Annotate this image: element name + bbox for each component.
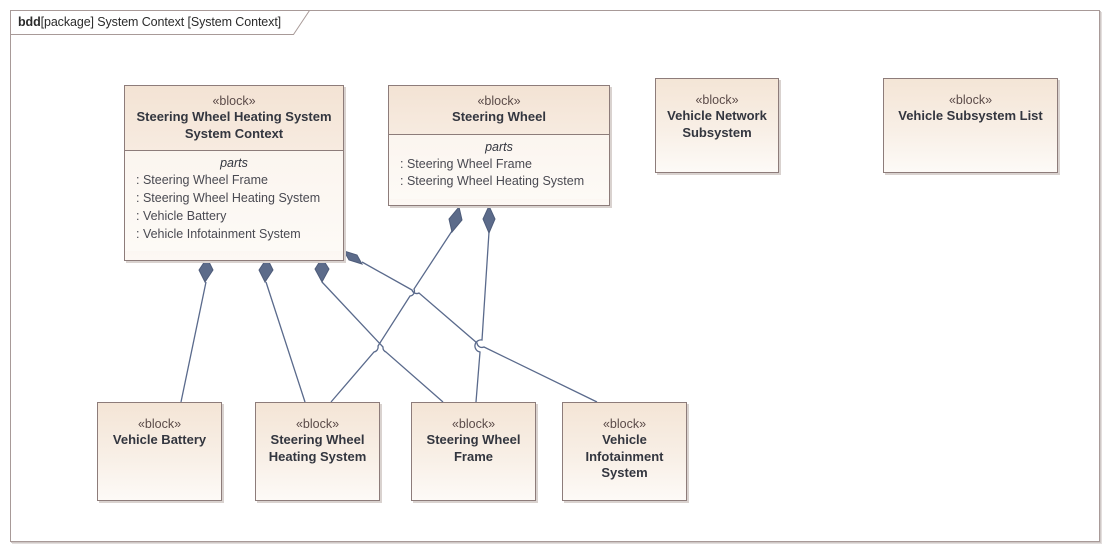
frame-label: bdd[package] System Context [System Cont… (11, 11, 288, 32)
part-item: : Steering Wheel Frame (400, 156, 532, 171)
compartment-caption: parts (485, 139, 513, 154)
block-name-line: Vehicle (602, 432, 647, 447)
block-swhs-context[interactable]: «block» Steering Wheel Heating System Sy… (124, 85, 344, 261)
block-vehicle-battery[interactable]: «block» Vehicle Battery (97, 402, 222, 501)
stereotype-label: «block» (602, 417, 647, 431)
block-name-line: Infotainment (585, 448, 664, 464)
block-header: «block» Vehicle Network Subsystem (656, 79, 778, 149)
stereotype-label: «block» (295, 417, 340, 431)
block-name-line: Vehicle Battery (112, 432, 207, 447)
compartment-caption: parts (220, 156, 248, 171)
block-swhs[interactable]: «block» Steering Wheel Heating System (255, 402, 380, 501)
block-steering-wheel[interactable]: «block» Steering Wheel parts : Steering … (388, 85, 610, 206)
block-name-line: Subsystem (682, 124, 752, 140)
stereotype-label: «block» (948, 93, 993, 107)
part-item: : Vehicle Battery (136, 208, 227, 223)
parts-compartment: parts : Steering Wheel Frame : Steering … (125, 151, 343, 252)
block-name-line: Vehicle Network (667, 108, 767, 123)
block-header: «block» Steering Wheel Heating System (256, 403, 379, 473)
block-name-line: Steering Wheel (452, 109, 546, 124)
block-header: «block» Vehicle Infotainment System (563, 403, 686, 490)
block-name-line: System (601, 465, 648, 481)
block-header: «block» Vehicle Battery (98, 403, 221, 457)
block-header: «block» Steering Wheel Frame (412, 403, 535, 473)
block-name-line: Steering Wheel (270, 432, 365, 447)
part-item: : Steering Wheel Frame (136, 173, 268, 188)
part-item: : Steering Wheel Heating System (400, 174, 585, 189)
part-item: : Vehicle Infotainment System (136, 226, 301, 241)
frame-label-rest: [package] System Context [System Context… (40, 14, 282, 29)
frame-label-kind: bdd (18, 14, 41, 29)
block-name-line: Frame (453, 448, 494, 464)
block-vehicle-infotainment[interactable]: «block» Vehicle Infotainment System (562, 402, 687, 501)
parts-compartment: parts : Steering Wheel Frame : Steering … (389, 134, 609, 200)
block-name-line: Steering Wheel (426, 432, 521, 447)
stereotype-label: «block» (451, 417, 496, 431)
stereotype-label: «block» (137, 417, 182, 431)
parts-list: : Steering Wheel Frame : Steering Wheel … (125, 172, 343, 243)
block-steering-wheel-frame[interactable]: «block» Steering Wheel Frame (411, 402, 536, 501)
block-name-line: Heating System (268, 448, 367, 464)
block-name-line: System Context (184, 125, 284, 141)
block-name-line: Steering Wheel Heating System (136, 109, 332, 124)
block-header: «block» Vehicle Subsystem List (884, 79, 1057, 133)
parts-list: : Steering Wheel Frame : Steering Wheel … (389, 156, 609, 192)
block-name-line: Vehicle Subsystem List (898, 108, 1043, 123)
block-vehicle-subsystem-list[interactable]: «block» Vehicle Subsystem List (883, 78, 1058, 173)
block-vehicle-network-subsystem[interactable]: «block» Vehicle Network Subsystem (655, 78, 779, 173)
stereotype-label: «block» (695, 93, 739, 107)
block-header: «block» Steering Wheel (389, 86, 609, 135)
part-item: : Steering Wheel Heating System (136, 191, 321, 205)
stereotype-label: «block» (477, 94, 521, 108)
stereotype-label: «block» (212, 94, 256, 108)
block-header: «block» Steering Wheel Heating System Sy… (125, 86, 343, 152)
